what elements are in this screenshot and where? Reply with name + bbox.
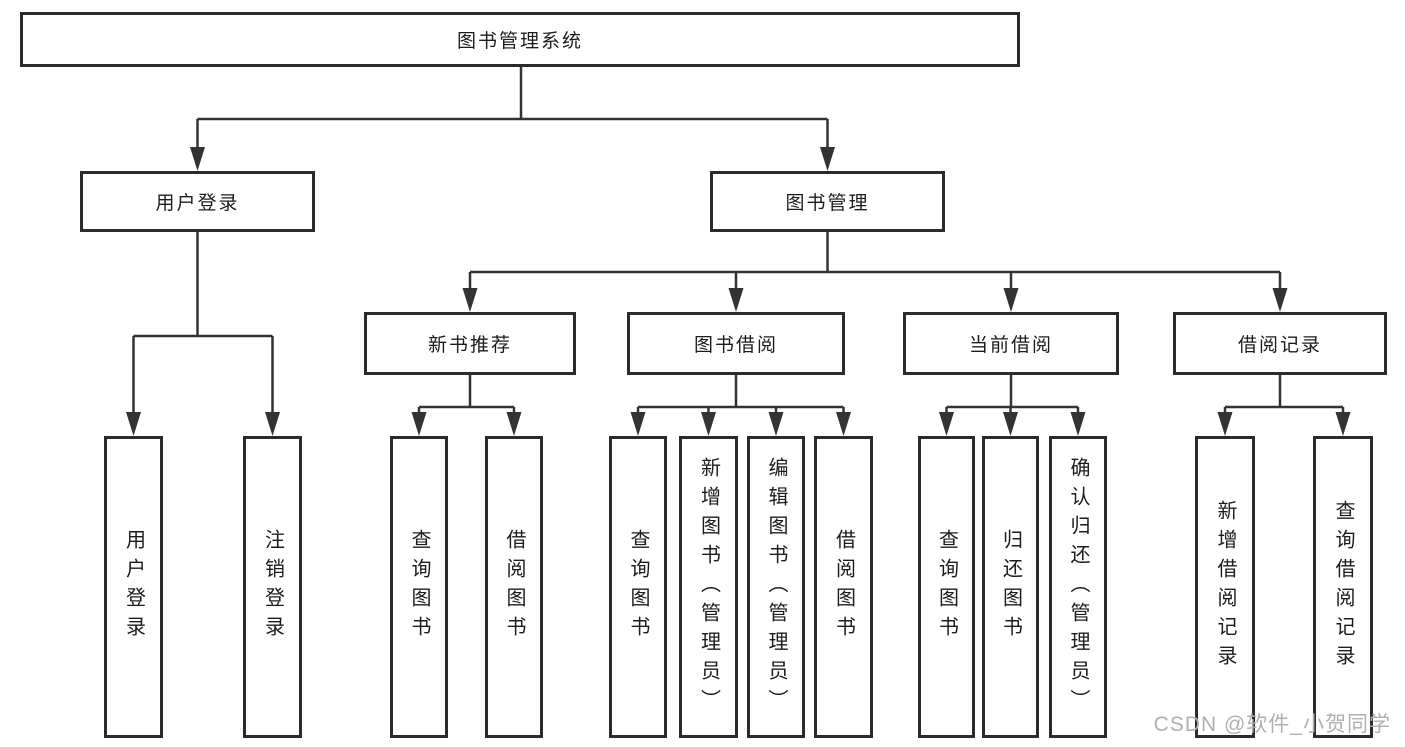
connector-user-login-branch [126,230,280,436]
node-label: 新增借阅记录 [1214,500,1236,674]
node-leaf-borrow-books-1: 借阅图书 [485,436,543,738]
node-label: 查询图书 [627,529,649,645]
connector-root-to-level2 [190,66,835,171]
node-label: 用户登录 [122,529,145,645]
node-label: 查询图书 [408,529,430,645]
node-label: 借阅图书 [503,529,525,645]
node-label: 编辑图书（管理员） [765,456,787,718]
node-label: 注销登录 [261,529,284,645]
node-leaf-query-borrow-record: 查询借阅记录 [1313,436,1373,738]
connector-book-borrow-section [630,374,851,436]
node-book-mgmt-branch: 图书管理 [710,171,945,232]
connector-book-mgmt-to-sections [462,230,1288,312]
node-label: 查询借阅记录 [1332,500,1354,674]
node-root-system: 图书管理系统 [20,12,1020,67]
node-section-new-books: 新书推荐 [364,312,576,375]
node-leaf-logout: 注销登录 [243,436,302,738]
node-label: 查询图书 [935,529,958,645]
connector-borrow-records-section [1217,374,1351,436]
node-label: 归还图书 [999,529,1022,645]
node-label: 新书推荐 [427,335,512,356]
node-leaf-return-books: 归还图书 [982,436,1039,738]
node-user-login-branch: 用户登录 [80,171,315,232]
node-leaf-user-login: 用户登录 [104,436,163,738]
node-label: 借阅记录 [1237,335,1322,356]
connector-new-books-section [411,374,522,436]
node-leaf-borrow-books-2: 借阅图书 [814,436,873,738]
node-label: 新增图书（管理员） [697,456,720,718]
node-label: 确认归还（管理员） [1067,456,1089,718]
node-leaf-edit-books-admin: 编辑图书（管理员） [747,436,805,738]
node-label: 当前借阅 [968,335,1053,356]
node-section-current-borrow: 当前借阅 [903,312,1119,375]
node-leaf-query-books-2: 查询图书 [609,436,667,738]
node-section-book-borrow: 图书借阅 [627,312,845,375]
node-leaf-query-books-1: 查询图书 [390,436,448,738]
connector-current-borrow-section [939,374,1086,436]
node-leaf-add-borrow-record: 新增借阅记录 [1195,436,1255,738]
node-label: 借阅图书 [832,529,855,645]
node-leaf-confirm-return-admin: 确认归还（管理员） [1049,436,1107,738]
node-section-borrow-records: 借阅记录 [1173,312,1387,375]
node-label: 用户登录 [155,193,240,214]
node-label: 图书借阅 [693,335,778,356]
node-label: 图书管理系统 [456,31,583,52]
node-label: 图书管理 [785,193,870,214]
node-leaf-add-books-admin: 新增图书（管理员） [679,436,738,738]
node-leaf-query-books-3: 查询图书 [918,436,975,738]
csdn-watermark: CSDN @软件_小贺同学 [1153,713,1391,736]
